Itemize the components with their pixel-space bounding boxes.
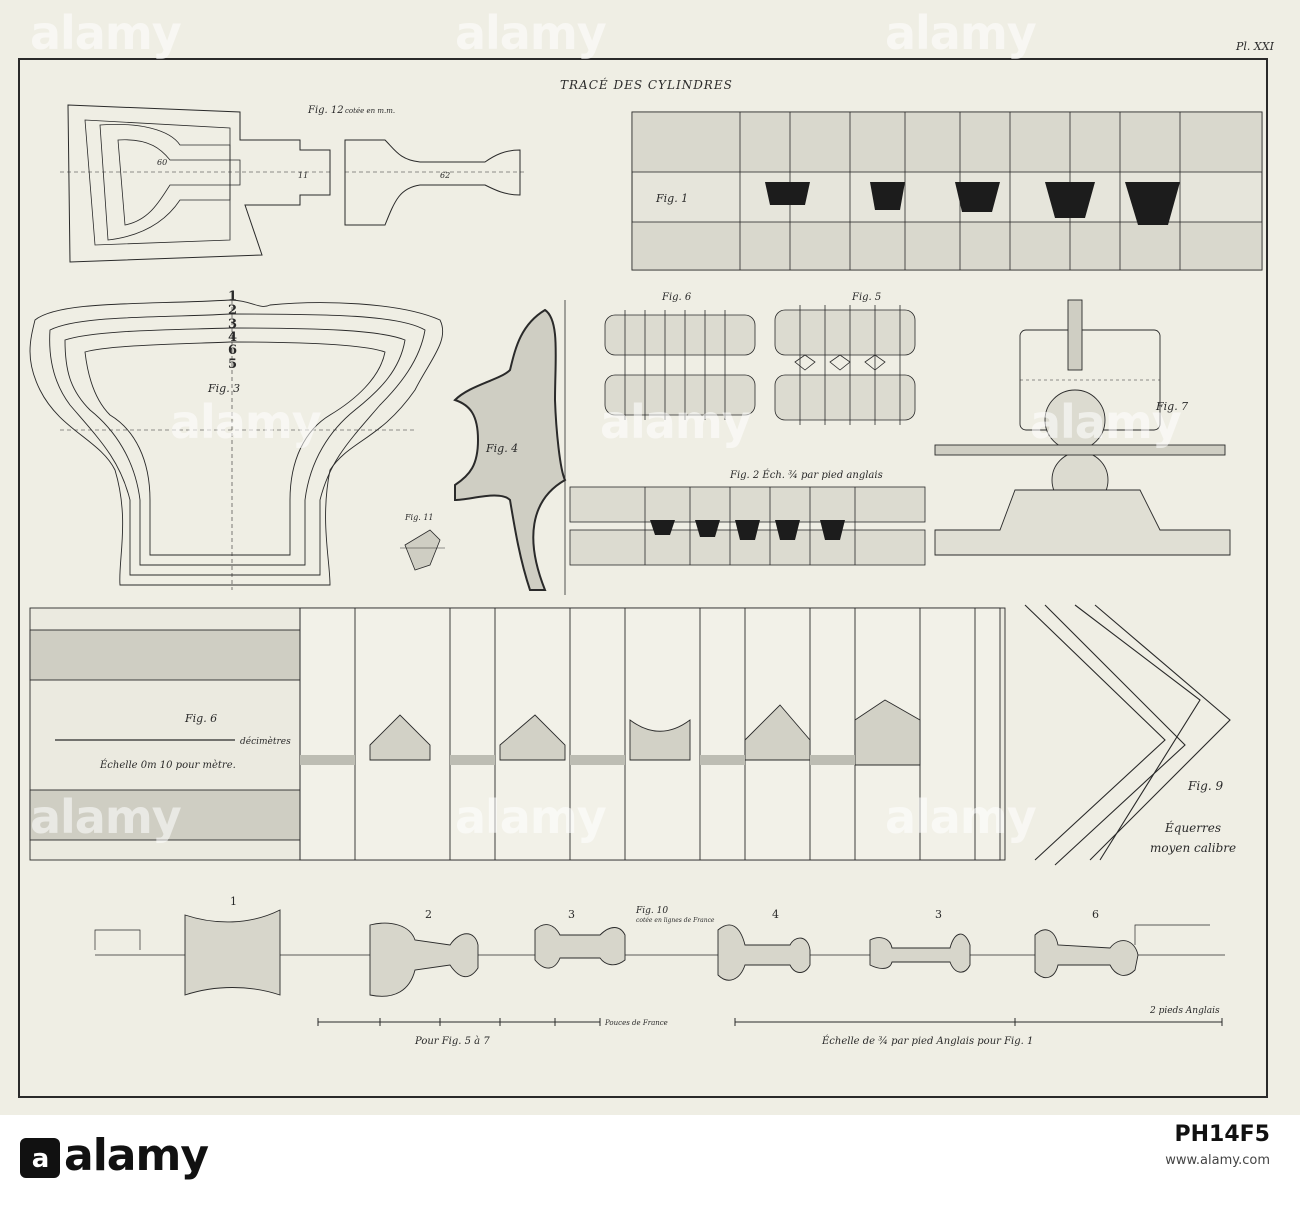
fig6-top-label: Fig. 6: [661, 292, 692, 303]
scale-decimeters: décimètres: [240, 736, 291, 747]
fig9-label: Fig. 9: [1187, 779, 1223, 793]
scale-pouces: Pouces de France: [604, 1019, 668, 1027]
watermark: alamy: [885, 790, 1037, 844]
fig9-caption-1: Équerres: [1164, 820, 1221, 835]
fig10-sublabel: cotée en lignes de France: [636, 917, 715, 924]
watermark: alamy: [170, 395, 322, 449]
fig10-num-1: 1: [230, 895, 237, 908]
fig4-label: Fig. 4: [485, 442, 518, 455]
fig1-rolls: [631, 111, 1263, 271]
image-info: PH14F5 www.alamy.com: [1165, 1122, 1270, 1168]
fig10-num-6: 6: [1092, 908, 1099, 921]
fig2-rolls: [569, 486, 926, 566]
fig6-large-rolls: [29, 607, 1006, 861]
fig7-housing: [934, 299, 1231, 556]
fig7-label: Fig. 7: [1155, 400, 1188, 413]
site-url[interactable]: www.alamy.com: [1165, 1153, 1270, 1168]
fig3-num-2: 2: [228, 303, 237, 318]
fig2-label: Fig. 2 Éch. ¾ par pied anglais: [729, 469, 883, 481]
fig3-num-3: 3: [228, 317, 237, 332]
brand-logo-text: alamy: [64, 1130, 209, 1181]
fig6-rolls: [604, 310, 756, 420]
fig5-rolls: [774, 305, 916, 425]
fig5-label: Fig. 5: [851, 292, 881, 303]
scale-english-feet: 2 pieds Anglais: [1149, 1006, 1220, 1016]
watermark: alamy: [30, 790, 182, 844]
scale-metric: Échelle 0m 10 pour mètre.: [99, 759, 236, 771]
fig3-num-5: 5: [228, 357, 237, 372]
svg-text:a: a: [32, 1144, 49, 1174]
fig6-bottom-label: Fig. 6: [184, 712, 217, 725]
scale-fig5-7: Pour Fig. 5 à 7: [414, 1036, 490, 1047]
fig9-caption-2: moyen calibre: [1150, 841, 1236, 855]
scale-english: Échelle de ¾ par pied Anglais pour Fig. …: [821, 1035, 1033, 1047]
watermark: alamy: [30, 6, 182, 60]
fig12-drawing: [60, 104, 525, 263]
fig12-dim-c: 11: [298, 171, 308, 180]
fig3-num-6: 6: [228, 343, 237, 358]
fig3-profiles: [29, 299, 444, 590]
scale-bars: [317, 1018, 1223, 1026]
fig10-num-3: 3: [568, 908, 575, 921]
brand-logo[interactable]: a alamy: [20, 1130, 209, 1181]
watermark: alamy: [455, 6, 607, 60]
fig10-num-2: 2: [425, 908, 432, 921]
plate-number: Pl. XXI: [1236, 40, 1274, 53]
fig3-label: Fig. 3: [207, 382, 240, 395]
fig3-num-1: 1: [228, 289, 237, 304]
plate-sheet: Pl. XXI TRACÉ DES CYLINDRES Fig. 12 coté…: [0, 0, 1300, 1115]
watermark: alamy: [885, 6, 1037, 60]
plate-border: [18, 58, 1268, 1098]
alamy-logo-icon: a: [20, 1138, 60, 1178]
fig11-label: Fig. 11: [404, 513, 434, 522]
plate-title: TRACÉ DES CYLINDRES: [560, 78, 733, 92]
stock-footer: [0, 1115, 1300, 1205]
image-id: PH14F5: [1174, 1122, 1271, 1147]
fig10-num-5: 3: [935, 908, 942, 921]
fig11-drawing: [400, 529, 445, 571]
fig12-dim-a: 60: [157, 158, 167, 167]
fig10-label: Fig. 10: [635, 906, 668, 916]
fig3-num-4: 4: [228, 330, 237, 345]
fig12-sublabel: cotée en m.m.: [345, 107, 395, 115]
watermark: alamy: [455, 790, 607, 844]
fig12-dim-b: 62: [440, 171, 450, 180]
fig1-label: Fig. 1: [655, 192, 688, 205]
watermark: alamy: [1030, 395, 1182, 449]
fig10-profiles: [94, 909, 1225, 997]
fig10-num-4: 4: [772, 908, 779, 921]
fig9-squares: [1024, 604, 1231, 866]
fig4-rail: [453, 300, 567, 595]
fig12-label: Fig. 12: [307, 105, 344, 116]
watermark: alamy: [600, 395, 752, 449]
engraving-drawing: Fig. 12 cotée en m.m. 60 62 11: [29, 104, 1263, 1047]
